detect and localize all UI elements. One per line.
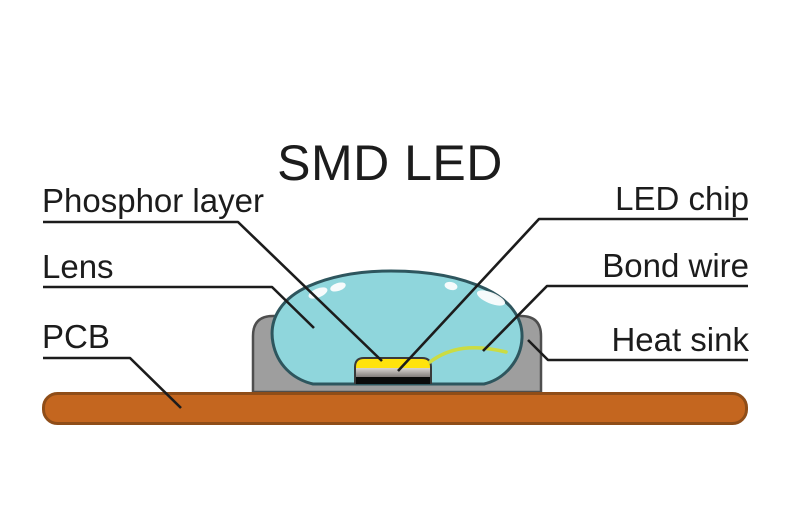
leader-lines (43, 217, 748, 409)
lens-highlights (308, 281, 506, 306)
label-phosphor-layer: Phosphor layer (42, 182, 264, 219)
diagram-title: SMD LED (277, 135, 503, 191)
label-lens: Lens (42, 248, 114, 285)
phosphor-layer-shape (355, 358, 431, 368)
lens-highlight-right-small (444, 281, 458, 291)
chip-submount-shape (355, 368, 431, 377)
leader-line-phosphor-layer (43, 220, 383, 362)
bond-wire-shape (428, 345, 508, 364)
leader-line-lens (43, 285, 315, 329)
lens-highlight-left-small (330, 282, 346, 292)
leader-line-bond-wire (482, 284, 748, 352)
leader-line-led-chip (397, 217, 748, 372)
label-led-chip: LED chip (615, 180, 749, 217)
leader-line-pcb (43, 356, 182, 409)
leader-line-heat-sink (527, 339, 748, 362)
label-heat-sink: Heat sink (611, 321, 749, 358)
chip-stack (355, 358, 431, 384)
label-bond-wire: Bond wire (602, 247, 749, 284)
lens-dome-shape (270, 269, 524, 386)
led-chip-shape (355, 377, 431, 384)
label-pcb: PCB (42, 318, 110, 355)
pcb-shape (42, 392, 748, 425)
lens-highlight-right-large (476, 290, 506, 306)
